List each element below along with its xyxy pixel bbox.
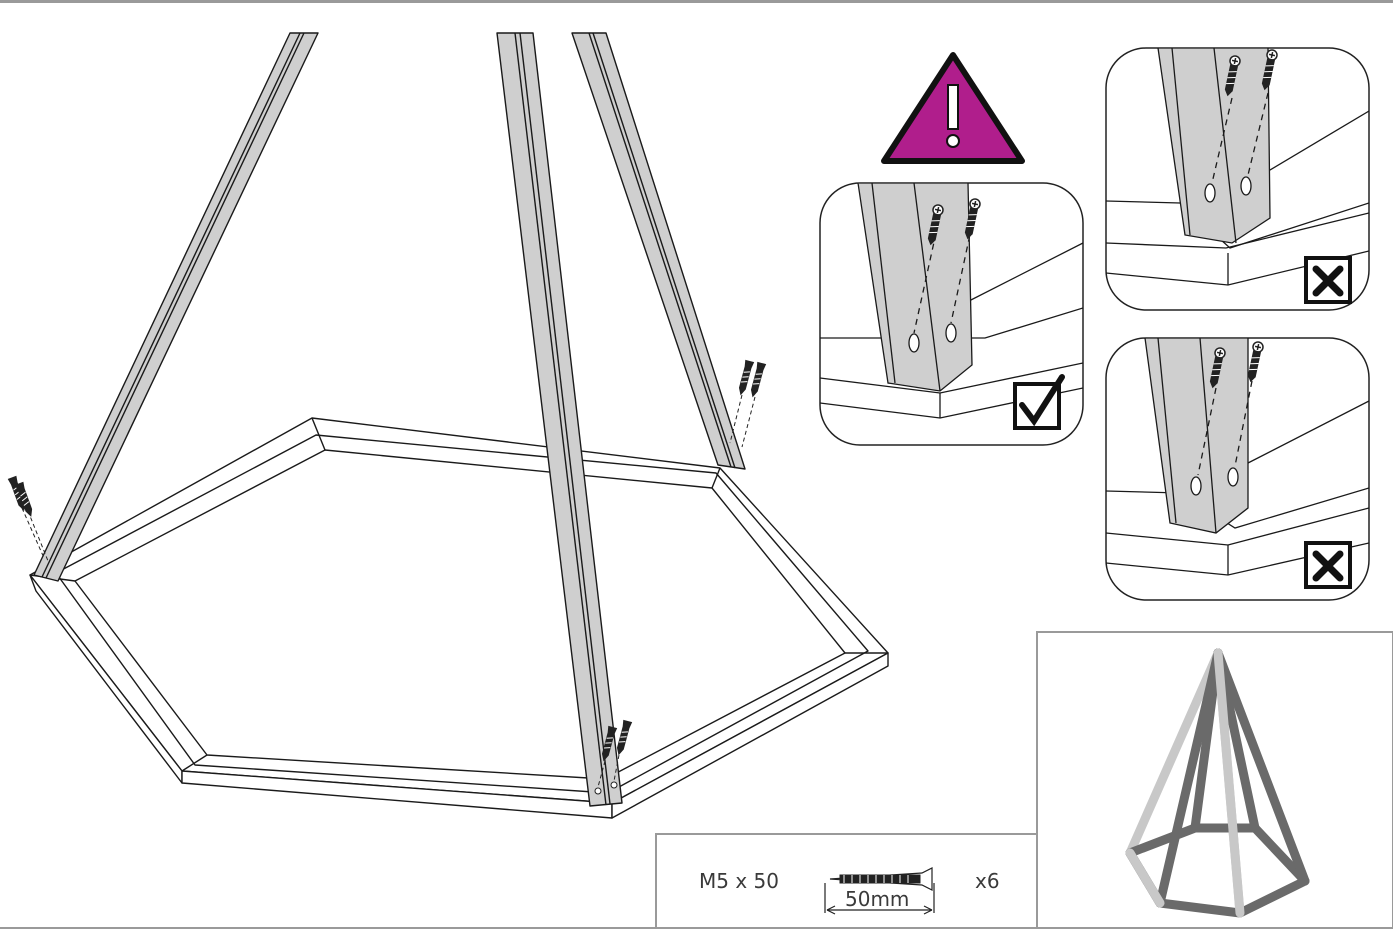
- assembly-illustration: [7, 32, 1393, 927]
- example-wrong-panel-1: [1105, 47, 1370, 311]
- screws-right-leg: [729, 359, 766, 448]
- cross-box-icon: [1304, 256, 1352, 304]
- leg-center: [496, 32, 623, 807]
- hardware-length-label: 50mm: [845, 887, 910, 911]
- overview-panel: [1036, 631, 1393, 927]
- screws-center-leg: [594, 719, 632, 795]
- warning-triangle-icon: [881, 52, 1025, 164]
- example-correct-panel: [819, 182, 1084, 446]
- cross-box-icon: [1304, 541, 1352, 589]
- check-box-icon: [1013, 374, 1065, 430]
- leg-left: [33, 32, 319, 582]
- leg-right: [571, 32, 746, 470]
- screws-left: [7, 475, 49, 562]
- hexagon-base-frame: [29, 417, 889, 819]
- hardware-part-label: M5 x 50: [699, 869, 779, 893]
- example-wrong-panel-2: [1105, 337, 1370, 601]
- pyramid-overview-icon: [1125, 648, 1310, 918]
- screw-diagram-icon: [824, 867, 935, 915]
- hardware-quantity-label: x6: [975, 869, 1000, 893]
- hardware-panel: [655, 833, 1038, 927]
